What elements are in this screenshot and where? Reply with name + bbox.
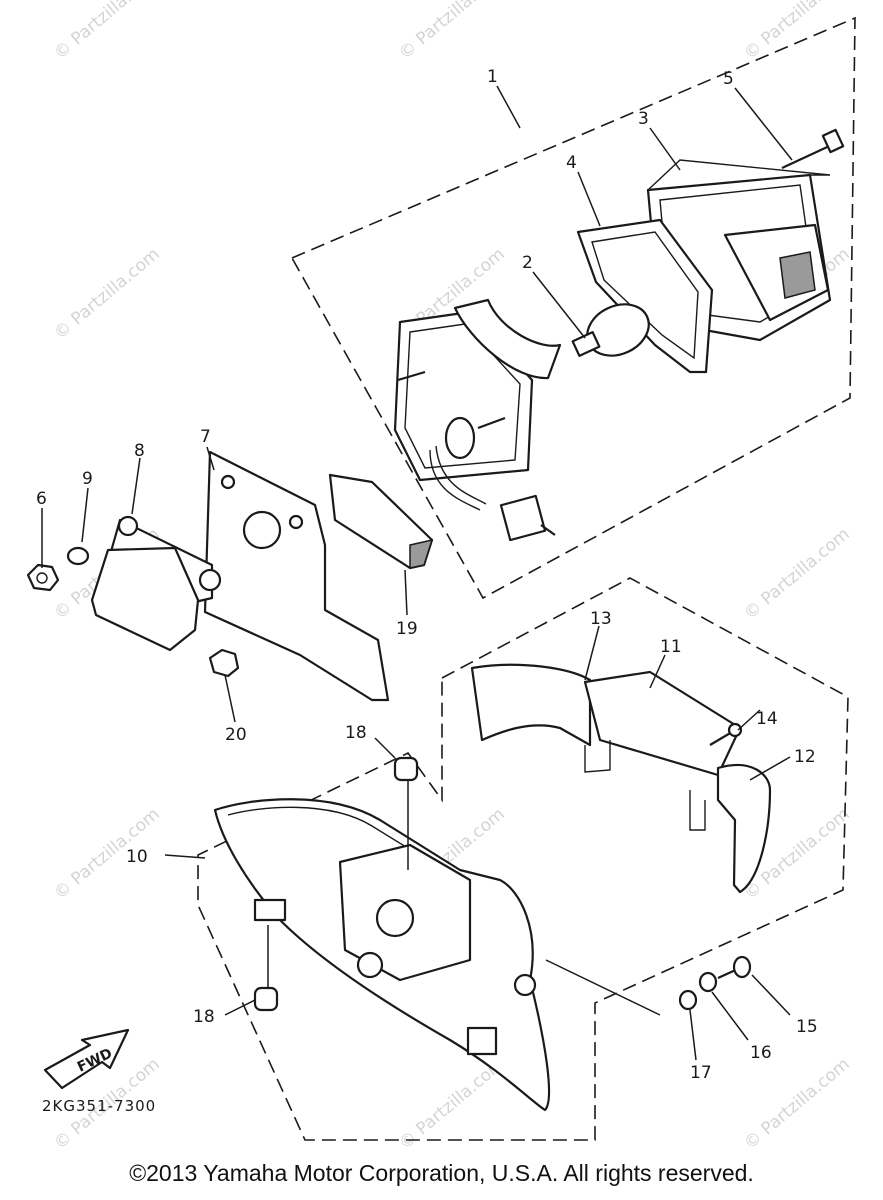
part-7-bracket	[203, 450, 390, 702]
part-18-grommet-bottom	[253, 986, 279, 1012]
callout-17: 17	[690, 1063, 712, 1083]
part-14-screw	[709, 731, 733, 746]
part-7-hole	[242, 510, 282, 550]
callout-7: 7	[200, 427, 211, 447]
part-13-cover-left	[470, 663, 592, 747]
callout-4: 4	[566, 153, 577, 173]
callout-13: 13	[590, 609, 612, 629]
part-15-bolt	[717, 955, 752, 980]
part-20-nut	[208, 648, 240, 678]
callout-19: 19	[396, 619, 418, 639]
callout-15: 15	[796, 1017, 818, 1037]
part-8-license-light	[90, 515, 222, 652]
callout-2: 2	[522, 253, 533, 273]
callout-9: 9	[82, 469, 93, 489]
callout-12: 12	[794, 747, 816, 767]
watermark: © Partzilla.com	[740, 524, 853, 624]
callout-18-bottom: 18	[193, 1007, 215, 1027]
callout-8: 8	[134, 441, 145, 461]
callout-16: 16	[750, 1043, 772, 1063]
diagram-code: 2KG351-7300	[42, 1097, 157, 1115]
callout-3: 3	[638, 109, 649, 129]
watermark: © Partzilla.com	[50, 244, 163, 344]
watermark: © Partzilla.com	[395, 0, 508, 64]
part-5-screw	[781, 128, 845, 169]
watermark: © Partzilla.com	[740, 0, 853, 64]
callout-18-top: 18	[345, 723, 367, 743]
part-2-bulb	[571, 303, 650, 357]
copyright-notice: ©2013 Yamaha Motor Corporation, U.S.A. A…	[129, 1160, 754, 1186]
assembly-11-boundary	[197, 577, 849, 1141]
part-18-grommet-top	[393, 756, 419, 782]
part-9-washer	[66, 546, 90, 566]
part-1-base-plate	[393, 298, 562, 542]
callout-1: 1	[487, 67, 498, 87]
part-12-cover-right	[716, 763, 772, 894]
part-6-nut	[26, 563, 60, 592]
watermark: © Partzilla.com	[740, 1054, 853, 1154]
watermark: © Partzilla.com	[50, 0, 163, 64]
callout-11: 11	[660, 637, 682, 657]
callout-labels: 1 2 3 4 5 6 7 8 9 10 11 12 13 14 15 16 1…	[36, 67, 818, 1083]
fwd-arrow: FWD	[43, 1028, 130, 1090]
callout-14: 14	[756, 709, 778, 729]
assembly-1-boundary	[290, 16, 856, 600]
callout-10: 10	[126, 847, 148, 867]
part-10-tail-housing	[213, 798, 551, 1112]
callout-20: 20	[225, 725, 247, 745]
callout-5: 5	[723, 69, 734, 89]
part-4-gasket	[576, 218, 714, 374]
leader-lines	[41, 85, 793, 1061]
part-17-washer	[678, 989, 698, 1011]
part-16-washer	[698, 971, 718, 993]
callout-6: 6	[36, 489, 47, 509]
part-11-cover-center	[583, 670, 742, 777]
